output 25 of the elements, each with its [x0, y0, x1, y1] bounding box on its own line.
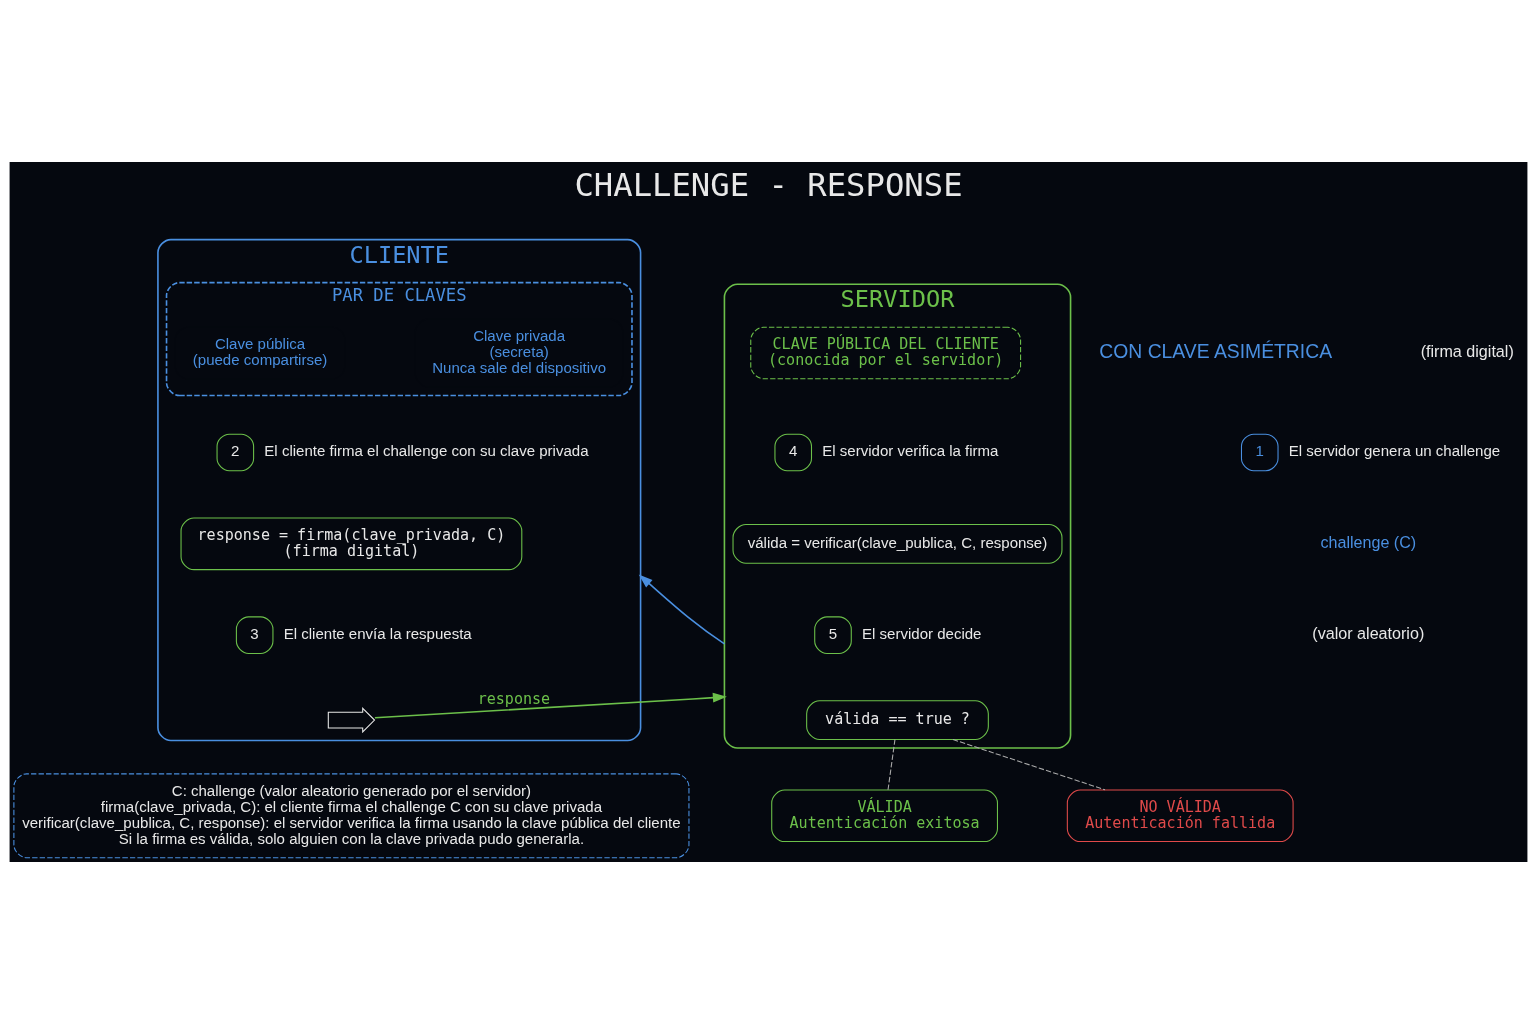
node-box: VÁLIDA Autenticación exitosa	[770, 789, 998, 843]
label: CON CLAVE ASIMÉTRICA	[1098, 339, 1332, 362]
label: (valor aleatorio)	[1311, 623, 1424, 642]
diagram-title: CHALLENGE - RESPONSE	[573, 166, 963, 205]
connector	[952, 739, 1106, 791]
node-label: El servidor decide	[861, 625, 982, 643]
connector	[886, 739, 895, 791]
node-box: válida == true ?	[805, 700, 989, 740]
node-label: El cliente firma el challenge con su clave privada	[263, 442, 589, 460]
node-text: Clave privada (secreta) Nunca sale del dispositivo	[431, 326, 606, 377]
node-label: El cliente envía la respuesta	[283, 625, 472, 643]
node-box: CLAVE PÚBLICA DEL CLIENTE (conocida por el servidor)	[749, 326, 1021, 380]
node-box: válida = verificar(clave_publica, C, response)	[732, 523, 1062, 564]
arrow	[373, 692, 727, 719]
edge-label: response	[477, 689, 550, 708]
node-label: El servidor verifica la firma	[821, 442, 998, 460]
label: (firma digital)	[1420, 341, 1514, 360]
node-box: NO VÁLIDA Autenticación fallida	[1066, 789, 1294, 843]
node-label: El servidor genera un challenge	[1288, 442, 1500, 460]
arrow	[638, 574, 725, 645]
node-box: response = firma(clave_privada, C) (firma digital)	[180, 517, 522, 571]
node-box: C: challenge (valor aleatorio generado por el servidor) firma(clave_privada, C): el cliente firma el challenge C con su clave privada verificar(clave_publica, C, response): el servidor verifica la firma usando la clave pública del cliente Si la firma es válida, solo alguien con la clave privada pudo generarla.	[12, 773, 689, 859]
node-key	[327, 707, 375, 734]
label: challenge (C)	[1319, 532, 1416, 551]
node-text: Clave pública (puede compartirse)	[192, 334, 327, 369]
